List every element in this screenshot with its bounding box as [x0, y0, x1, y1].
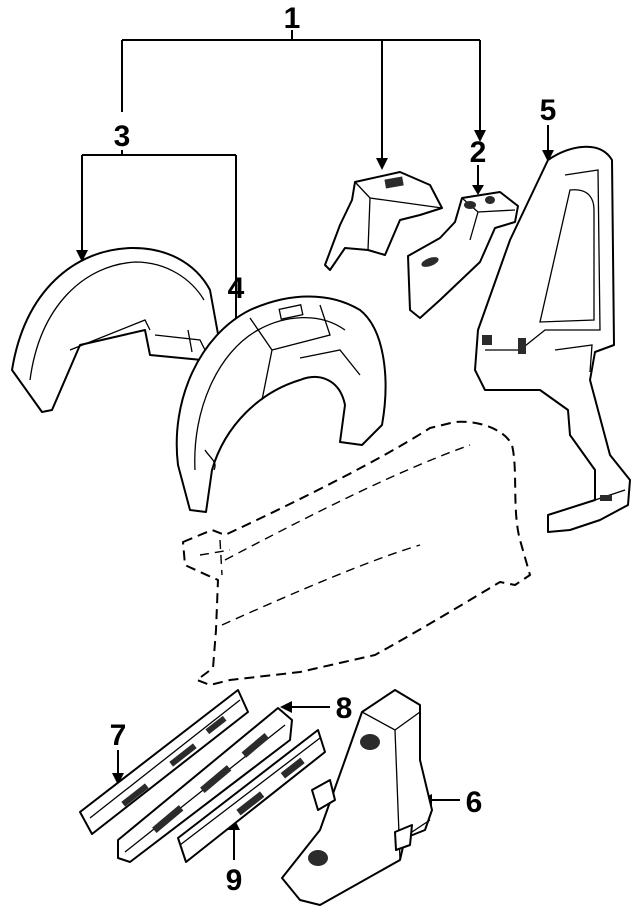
- rocker-inner-part: [117, 707, 293, 863]
- callout-1: 1: [284, 2, 301, 35]
- callout-7: 7: [110, 719, 127, 752]
- mounting-bracket-part: [281, 689, 433, 906]
- quarter-inner-panel-part: [474, 145, 631, 533]
- support-panel-part: [407, 191, 519, 319]
- callout-3: 3: [114, 120, 131, 153]
- callout-9: 9: [226, 864, 243, 897]
- leader-lines: [81, 30, 549, 860]
- callout-6: 6: [466, 786, 483, 819]
- callout-5: 5: [540, 94, 557, 127]
- callout-2: 2: [470, 136, 487, 169]
- rocker-outer-part: [177, 729, 326, 863]
- quarter-panel-outline: [182, 420, 531, 686]
- wheelhouse-inner-part: [175, 295, 387, 513]
- rocker-reinforcement-part: [79, 689, 249, 835]
- callout-8: 8: [336, 692, 353, 725]
- callout-4: 4: [228, 272, 245, 305]
- bracket-part: [324, 171, 443, 271]
- callout-labels: 1 2 3 4 5 6 7 8 9: [110, 2, 557, 897]
